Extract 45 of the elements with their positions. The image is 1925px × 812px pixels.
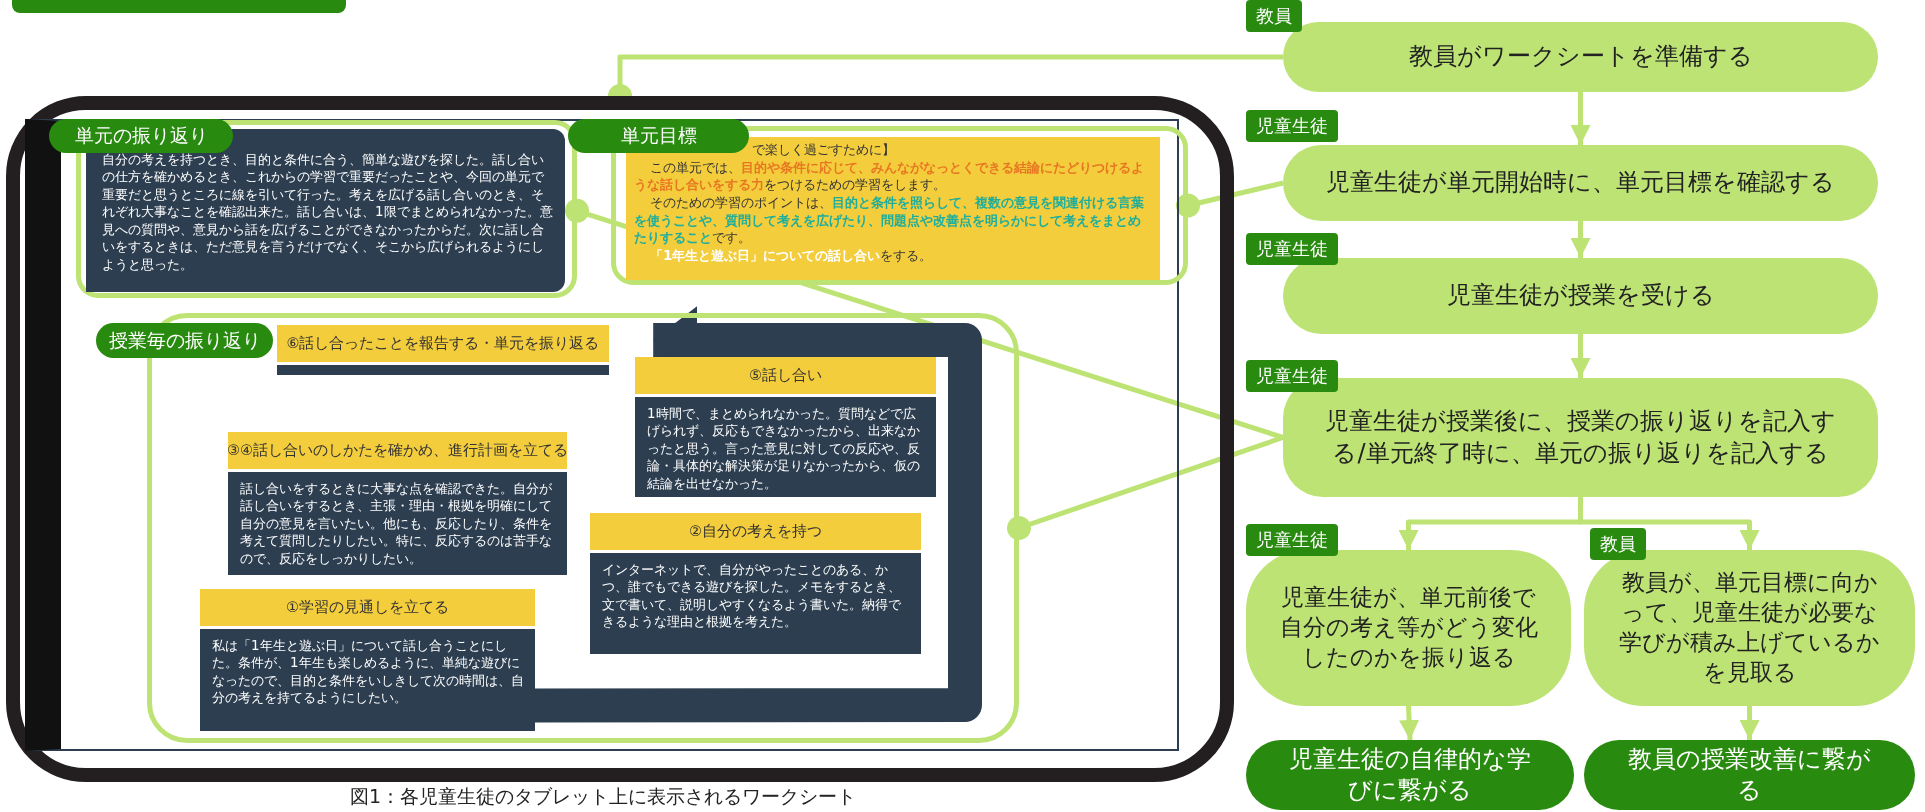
step-card — [635, 357, 936, 497]
step-note: 話し合いをするときに大事な点を確認できた。自分が話し合いをするとき、主張・理由・根拠を明確にして自分の意見を言いたい。他にも、反応したり、条件を考えて質問したりしたい。特に、反応するのは苦手なので、反応をしっかりしたい。 — [239, 480, 553, 568]
step-text: 教員の授業改善に繋がる — [1627, 743, 1872, 806]
step-note: インターネットで、自分がやったことのある、かつ、誰でもできる遊びを探した。メモをするとき、文で書いて、説明しやすくなるよう書いた。納得できるような理由と根拠を考えた。 — [601, 561, 902, 632]
step-text: 教員がワークシートを準備する — [1408, 41, 1753, 73]
role-tag: 教員 — [1590, 528, 1646, 560]
arrow — [1570, 334, 1591, 378]
step-heading: ③④話し合いのしかたを確かめ、進行計画を立てる — [228, 432, 567, 472]
leader-line — [1176, 180, 1284, 218]
section-tag: 授業毎の振り返り — [96, 323, 273, 358]
step-card — [590, 513, 921, 654]
step-text: 児童生徒が単元開始時に、単元目標を確認する — [1326, 167, 1835, 199]
goal-paragraph: 「1年生と遊ぶ日」についての話し合いをする。 — [649, 247, 934, 265]
section-tag: 単元目標 — [568, 119, 749, 153]
caption: 図1：各児童生徒のタブレット上に表示されるワークシート — [350, 784, 857, 809]
arrow — [1739, 706, 1760, 740]
step-text: 教員が、単元目標に向かって、児童生徒が必要な学びが積み上げているかを見取る — [1618, 568, 1881, 687]
section-tag: 単元の振り返り — [49, 119, 233, 153]
step-note: 私は「1年生と遊ぶ日」について話し合うことにした。条件が、1年生も楽しめるように、単純な遊びになったので、目的と条件をいしきして次の時間は、自分の考えを持てるようにしたい。 — [211, 637, 525, 708]
step-card — [228, 432, 567, 575]
step-text: 児童生徒が授業後に、授業の振り返りを記入する/単元終了時に、単元の振り返りを記入する — [1324, 406, 1837, 469]
role-tag: 児童生徒 — [1246, 360, 1338, 392]
step-heading: ①学習の見通しを立てる — [200, 589, 535, 629]
block-arrow — [535, 306, 982, 723]
step-heading: ②自分の考えを持つ — [590, 513, 921, 553]
arrow — [1399, 705, 1420, 741]
leader-line — [1007, 435, 1284, 540]
goal-paragraph: そのための学習のポイントは、目的と条件を照らして、複数の意見を関連付ける言葉を使うことや、質問して考えを広げたり、問題点や改善点を明らかにして考えをまとめたりすることです。 — [634, 194, 1146, 248]
role-tag: 児童生徒 — [1246, 524, 1338, 556]
goal-paragraph: この単元では、目的や条件に応じて、みんながなっとくできる結論にたどりつけるような話し合いをする力をつけるための学習をします。 — [634, 158, 1146, 195]
step-text: 児童生徒が、単元前後で自分の考え等がどう変化したのかを振り返る — [1278, 583, 1539, 672]
role-tag: 児童生徒 — [1246, 233, 1338, 265]
step-card — [277, 325, 609, 375]
goal-paragraph: で楽しく過ごすために】 — [752, 141, 896, 159]
role-tag: 教員 — [1246, 0, 1302, 32]
step-heading: ⑥話し合ったことを報告する・単元を振り返る — [277, 325, 609, 365]
step-text: 児童生徒が授業を受ける — [1446, 280, 1715, 312]
arrow — [1570, 92, 1591, 145]
arrow — [1570, 221, 1591, 258]
step-card — [200, 589, 535, 731]
step-heading: ⑤話し合い — [635, 357, 936, 397]
step-text: 児童生徒の自律的な学びに繋がる — [1288, 743, 1532, 806]
arrow — [1578, 497, 1760, 550]
role-tag: 児童生徒 — [1246, 110, 1338, 142]
step-note: 1時間で、まとめられなかった。質問などで広げられず、反応もできなかったから、出来なかったと思う。言った意見に対しての反応や、反論・具体的な解決策が足りなかったから、仮の結論を出せなかった。 — [646, 405, 921, 493]
